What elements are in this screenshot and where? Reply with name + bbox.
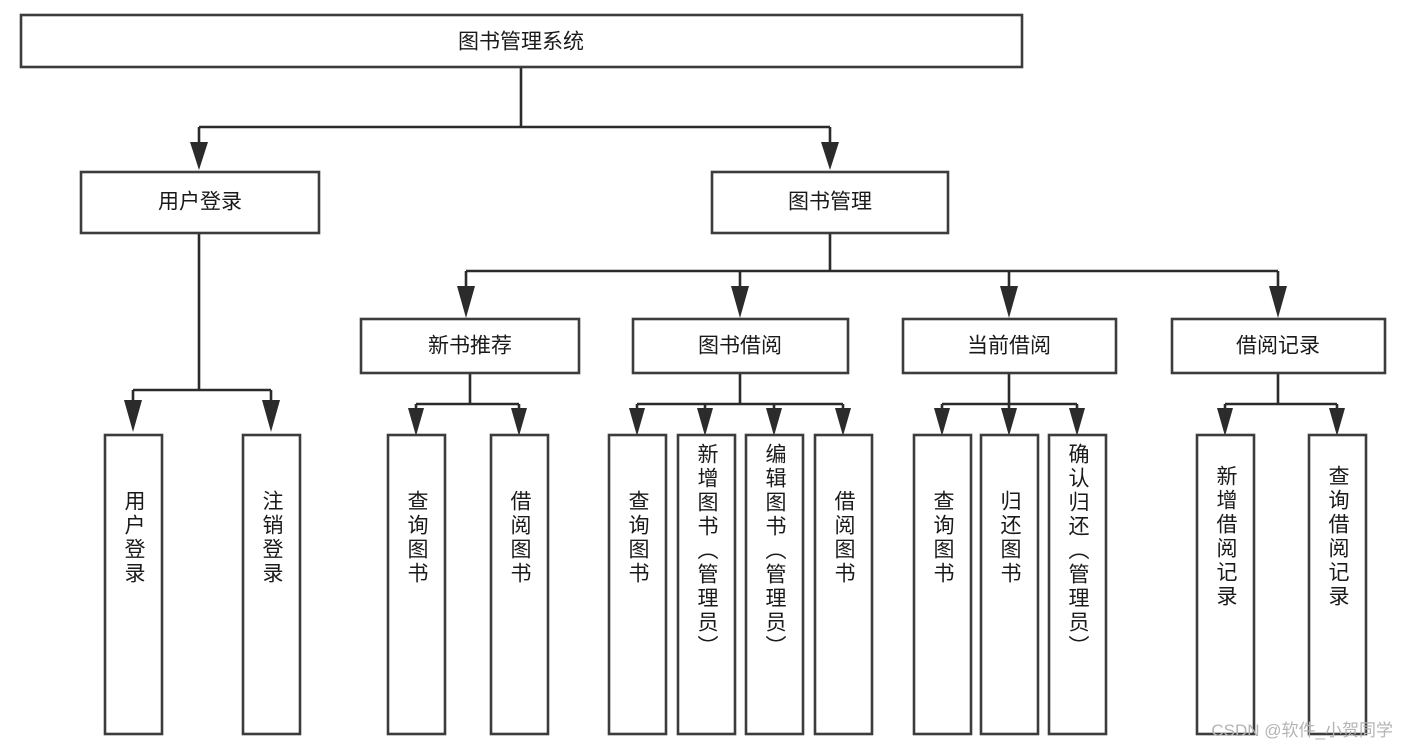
node-leaf-edit-book-box[interactable] [744, 433, 805, 736]
arrow-head-leaf-return-book [1001, 408, 1017, 436]
node-leaf-add-record-box[interactable] [1195, 433, 1256, 736]
node-borrow-record-box[interactable] [1170, 317, 1387, 375]
node-user-login-box[interactable] [79, 170, 321, 235]
arrow-head-current-borrow [1000, 286, 1018, 318]
node-current-borrow-box[interactable] [901, 317, 1118, 375]
csdn-watermark: CSDN @软件_小贺同学 [1211, 721, 1393, 740]
node-root[interactable]: 图书管理系统 [19, 13, 1024, 69]
node-new-book-recommend-label: 新书推荐 [428, 335, 512, 358]
arrow-head-borrow-record [1269, 286, 1287, 318]
node-leaf-query-book-2-box[interactable] [607, 433, 668, 736]
node-leaf-borrow-book-1-box[interactable] [489, 433, 550, 736]
node-borrow-record[interactable]: 借阅记录 [1170, 317, 1387, 375]
node-user-login[interactable]: 用户登录 [79, 170, 321, 235]
arrow-head-leaf-edit-book [766, 408, 782, 436]
node-book-manage[interactable]: 图书管理 [710, 170, 950, 235]
node-book-borrow[interactable]: 图书借阅 [631, 317, 850, 375]
arrow-head-leaf-user-login [124, 400, 142, 432]
node-book-manage-label: 图书管理 [788, 191, 872, 214]
node-leaf-user-login-box[interactable] [103, 433, 164, 736]
arrow-head-leaf-user-logout [262, 400, 280, 432]
node-leaf-add-book-box[interactable] [676, 433, 737, 736]
node-leaf-query-record-box[interactable] [1307, 433, 1368, 736]
node-leaf-query-book-1-box[interactable] [386, 433, 447, 736]
arrow-head-book-manage [821, 142, 839, 170]
arrow-head-leaf-query-book-3 [934, 408, 950, 436]
connector-layer [124, 67, 1345, 436]
node-leaf-confirm-return-box[interactable] [1047, 433, 1108, 736]
node-current-borrow-label: 当前借阅 [967, 335, 1051, 358]
arrow-head-leaf-confirm-return [1069, 408, 1085, 436]
node-leaf-return-book-box[interactable] [979, 433, 1040, 736]
node-borrow-record-label: 借阅记录 [1236, 335, 1320, 358]
node-new-book-recommend-box[interactable] [359, 317, 581, 375]
node-layer: 图书管理系统 用户登录 图书管理 新书推荐 图书借阅 [19, 13, 1387, 736]
arrow-head-leaf-add-book [697, 408, 713, 436]
node-leaf-user-logout-box[interactable] [241, 433, 302, 736]
node-book-manage-box[interactable] [710, 170, 950, 235]
arrow-head-new-book-recommend [457, 286, 475, 318]
arrow-head-leaf-query-record [1329, 408, 1345, 436]
arrow-head-user-login [190, 142, 208, 170]
node-book-borrow-label: 图书借阅 [698, 335, 782, 358]
arrow-head-book-borrow [731, 286, 749, 318]
node-leaf-query-book-3-box[interactable] [912, 433, 973, 736]
arrow-head-leaf-query-book-2 [629, 408, 645, 436]
arrow-head-leaf-borrow-book-1 [511, 408, 527, 436]
arrow-head-leaf-query-book-1 [408, 408, 424, 436]
node-book-borrow-box[interactable] [631, 317, 850, 375]
node-root-box[interactable] [19, 13, 1024, 69]
arrow-head-leaf-borrow-book-2 [835, 408, 851, 436]
node-leaf-borrow-book-2-box[interactable] [813, 433, 874, 736]
node-new-book-recommend[interactable]: 新书推荐 [359, 317, 581, 375]
node-root-label: 图书管理系统 [458, 31, 584, 54]
node-current-borrow[interactable]: 当前借阅 [901, 317, 1118, 375]
node-user-login-label: 用户登录 [158, 191, 242, 214]
arrow-head-leaf-add-record [1217, 408, 1233, 436]
